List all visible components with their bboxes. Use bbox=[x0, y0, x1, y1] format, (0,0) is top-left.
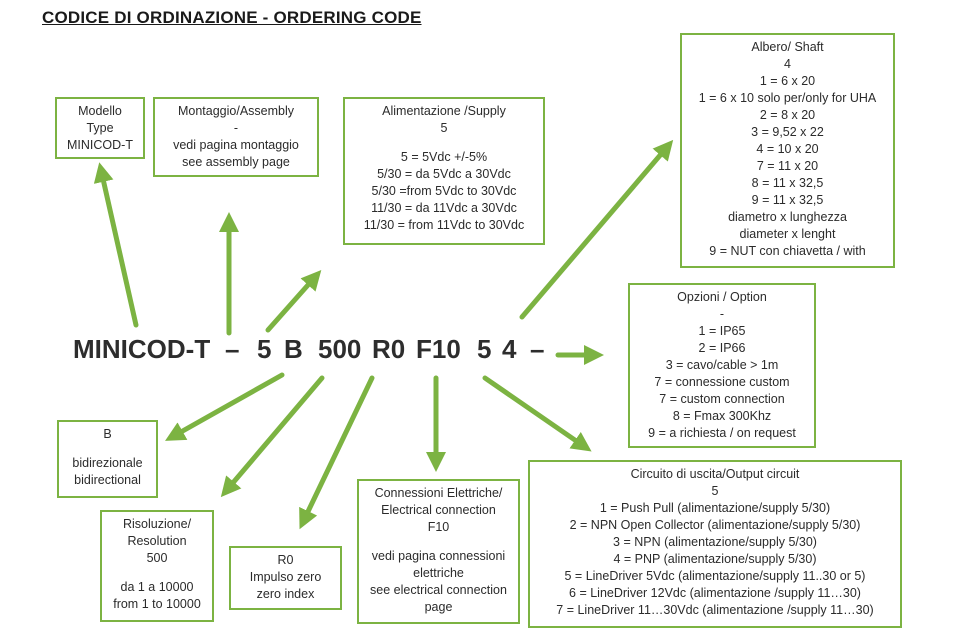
box-heading: Connessioni Elettriche/ bbox=[374, 486, 503, 500]
box-line: 2 = IP66 bbox=[698, 341, 746, 355]
arrow-bidirectional bbox=[165, 372, 285, 441]
supply-box: Alimentazione /Supply 5 5 = 5Vdc +/-5% 5/30… bbox=[343, 97, 545, 245]
box-line: 9 = NUT con chiavetta / with bbox=[709, 244, 866, 258]
box-line: 8 = 11 x 32,5 bbox=[751, 176, 824, 190]
box-heading: Alimentazione /Supply bbox=[382, 104, 506, 118]
box-line: diametro x lunghezza bbox=[728, 210, 847, 224]
box-line: diameter x lenght bbox=[739, 227, 836, 241]
box-line: 5/30 = da 5Vdc a 30Vdc bbox=[377, 167, 511, 181]
box-line: 7 = 11 x 20 bbox=[756, 159, 819, 173]
page-title: CODICE DI ORDINAZIONE - ORDERING CODE bbox=[42, 8, 422, 27]
code-model: MINICOD-T bbox=[73, 334, 211, 364]
box-line: 6 = LineDriver 12Vdc (alimentazione /sup… bbox=[569, 586, 861, 600]
box-line: bidirezionale bbox=[72, 456, 143, 470]
arrow-zero-index bbox=[299, 375, 375, 530]
code-shaft: 4 bbox=[502, 334, 517, 364]
box-heading: Circuito di uscita/Output circuit bbox=[630, 467, 800, 481]
arrow-supply bbox=[265, 270, 322, 333]
box-line: vedi pagina montaggio bbox=[173, 138, 299, 152]
code-supply: 5 bbox=[257, 334, 272, 364]
box-line: 5/30 =from 5Vdc to 30Vdc bbox=[371, 184, 517, 198]
box-line: 1 = 6 x 20 bbox=[759, 74, 816, 88]
box-line: 4 = PNP (alimentazione/supply 5/30) bbox=[613, 552, 817, 566]
resolution-box: Risoluzione/Resolution 500 da 1 a 10000 fro… bbox=[100, 510, 214, 622]
box-heading: Modello bbox=[78, 104, 122, 118]
box-line: vedi pagina connessioni bbox=[371, 549, 506, 563]
box-heading: R0 bbox=[277, 553, 294, 567]
box-line: 7 = connessione custom bbox=[654, 375, 790, 389]
box-line: see electrical connection bbox=[370, 583, 507, 597]
box-line: 3 = NPN (alimentazione/supply 5/30) bbox=[613, 535, 817, 549]
box-line: Electrical connection bbox=[381, 503, 496, 517]
box-line: 5 = LineDriver 5Vdc (alimentazione/suppl… bbox=[564, 569, 866, 583]
box-line: bidirectional bbox=[74, 473, 141, 487]
box-line: Type bbox=[86, 121, 114, 135]
box-line: 5 bbox=[440, 121, 448, 135]
code-dash-2: – bbox=[530, 334, 545, 364]
box-line: 9 = a richiesta / on request bbox=[648, 426, 796, 440]
box-line: 1 = 6 x 10 solo per/only for UHA bbox=[698, 91, 877, 105]
box-line: Resolution bbox=[127, 534, 187, 548]
arrow-resolution bbox=[220, 375, 325, 498]
box-line: - bbox=[233, 121, 239, 135]
code-connection: F10 bbox=[416, 334, 461, 364]
output-circuit-box: Circuito di uscita/Output circuit 5 1 = Pu… bbox=[528, 460, 902, 628]
option-box: Opzioni / Option - 1 = IP65 2 = IP66 3 = cav… bbox=[628, 283, 816, 448]
arrow-model bbox=[93, 162, 139, 328]
box-line: 7 = LineDriver 11…30Vdc (alimentazione /… bbox=[556, 603, 874, 617]
box-heading: Montaggio/Assembly bbox=[177, 104, 295, 118]
box-line: zero index bbox=[256, 587, 315, 601]
shaft-box: Albero/ Shaft 4 1 = 6 x 20 1 = 6 x 10 solo … bbox=[680, 33, 895, 268]
box-line: 3 = 9,52 x 22 bbox=[751, 125, 824, 139]
box-heading: Albero/ Shaft bbox=[751, 40, 824, 54]
assembly-box: Montaggio/Assembly - vedi pagina montaggio… bbox=[153, 97, 319, 177]
box-line: da 1 a 10000 bbox=[120, 580, 194, 594]
box-line: - bbox=[719, 307, 725, 321]
code-dash-1: – bbox=[225, 334, 240, 364]
code-direction: B bbox=[284, 334, 303, 364]
box-line: 1 = IP65 bbox=[698, 324, 746, 338]
box-line: 11/30 = da 11Vdc a 30Vdc bbox=[371, 201, 517, 215]
box-line: 5 = 5Vdc +/-5% bbox=[400, 150, 488, 164]
box-line: elettriche bbox=[413, 566, 464, 580]
box-line: 4 bbox=[784, 57, 791, 71]
box-line: see assembly page bbox=[182, 155, 290, 169]
box-heading: Opzioni / Option bbox=[677, 290, 767, 304]
code-resolution: 500 bbox=[318, 334, 362, 364]
code-zero-index: R0 bbox=[372, 334, 406, 364]
box-line: 7 = custom connection bbox=[659, 392, 785, 406]
box-line: MINICOD-T bbox=[67, 138, 133, 152]
box-heading: Risoluzione/ bbox=[122, 517, 192, 531]
box-line: from 1 to 10000 bbox=[113, 597, 201, 611]
box-line: 11/30 = from 11Vdc to 30Vdc bbox=[363, 218, 525, 232]
arrow-output bbox=[482, 375, 592, 452]
box-line: 3 = cavo/cable > 1m bbox=[665, 358, 779, 372]
box-line: 8 = Fmax 300Khz bbox=[672, 409, 772, 423]
box-line: Impulso zero bbox=[249, 570, 322, 584]
box-line: 5 bbox=[711, 484, 719, 498]
box-line: 4 = 10 x 20 bbox=[756, 142, 819, 156]
box-line: 2 = 8 x 20 bbox=[759, 108, 816, 122]
box-line: 9 = 11 x 32,5 bbox=[751, 193, 824, 207]
box-line: 2 = NPN Open Collector (alimentazione/su… bbox=[569, 518, 861, 532]
box-line: 500 bbox=[146, 551, 168, 565]
code-output: 5 bbox=[477, 334, 492, 364]
box-line: page bbox=[424, 600, 453, 614]
box-line: 1 = Push Pull (alimentazione/supply 5/30… bbox=[599, 501, 831, 515]
box-heading: B bbox=[103, 427, 112, 441]
electrical-connection-box: Connessioni Elettriche/Electrical connec… bbox=[357, 479, 520, 624]
box-line: F10 bbox=[427, 520, 450, 534]
arrow-shaft bbox=[519, 139, 674, 320]
